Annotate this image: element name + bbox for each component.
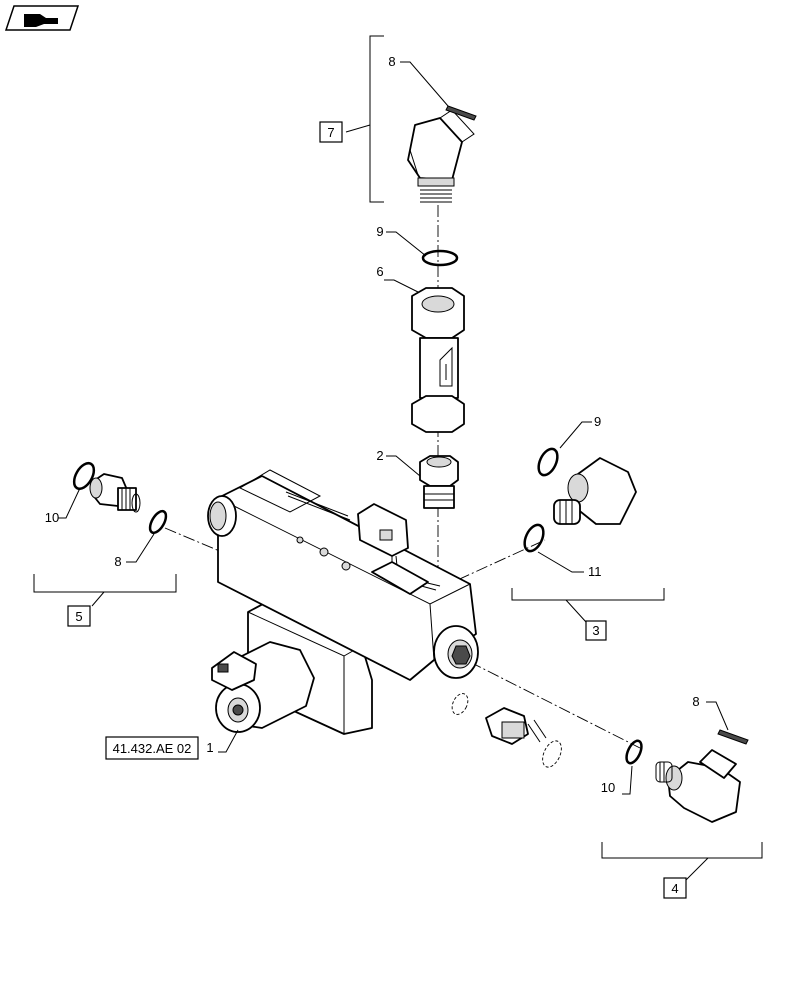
adapter-2: 2: [376, 448, 459, 509]
callout-label-8-right: 8: [692, 694, 699, 709]
group-bracket-5: 5: [33, 574, 177, 627]
group-label-7: 7: [327, 125, 334, 140]
o-ring-10-left: 10: [45, 461, 96, 525]
callout-8-right: 8: [692, 694, 749, 745]
o-ring-9-right: 9: [537, 414, 601, 477]
group-label-5: 5: [75, 609, 82, 624]
callout-1: 41.432.AE 02 1: [105, 729, 239, 760]
group-label-box-5: [67, 605, 91, 627]
elbow-fitting-right-lower: [655, 749, 741, 823]
group-label-3: 3: [592, 623, 599, 638]
fitting-left: [89, 473, 141, 513]
o-ring-9-top: 9: [376, 224, 459, 267]
group-label-box-7: [319, 121, 343, 143]
thread-rings: [420, 189, 452, 203]
group-bracket-4: 4: [601, 842, 763, 899]
elbow-fitting-right: [553, 457, 637, 525]
callout-label-8-left: 8: [114, 554, 121, 569]
callout-label-8-top: 8: [388, 54, 395, 69]
check-valve-6: 6: [376, 264, 465, 433]
valve-block-1: [207, 469, 562, 768]
elbow-fitting-top: [407, 105, 477, 203]
callout-label-10-right: 10: [601, 780, 615, 795]
reference-label: 41.432.AE 02: [113, 741, 192, 756]
o-ring-11: 11: [523, 523, 602, 579]
callout-8-top: 8: [388, 54, 449, 107]
callout-label-6: 6: [376, 264, 383, 279]
group-label-box-4: [663, 877, 687, 899]
hand-pointer-icon[interactable]: [4, 5, 80, 31]
callout-label-1: 1: [206, 740, 213, 755]
o-ring-10-right: 10: [601, 739, 643, 795]
group-label-box-3: [585, 620, 607, 641]
callout-label-2: 2: [376, 448, 383, 463]
group-bracket-3: 3: [511, 588, 665, 641]
callout-label-9-top: 9: [376, 224, 383, 239]
group-bracket-7: 7: [319, 35, 384, 203]
callout-label-10-left: 10: [45, 510, 59, 525]
o-ring-8-left: 8: [114, 509, 168, 569]
group-label-4: 4: [671, 881, 678, 896]
reference-box: [105, 736, 199, 760]
callout-label-11: 11: [588, 564, 602, 579]
callout-label-9-right: 9: [594, 414, 601, 429]
